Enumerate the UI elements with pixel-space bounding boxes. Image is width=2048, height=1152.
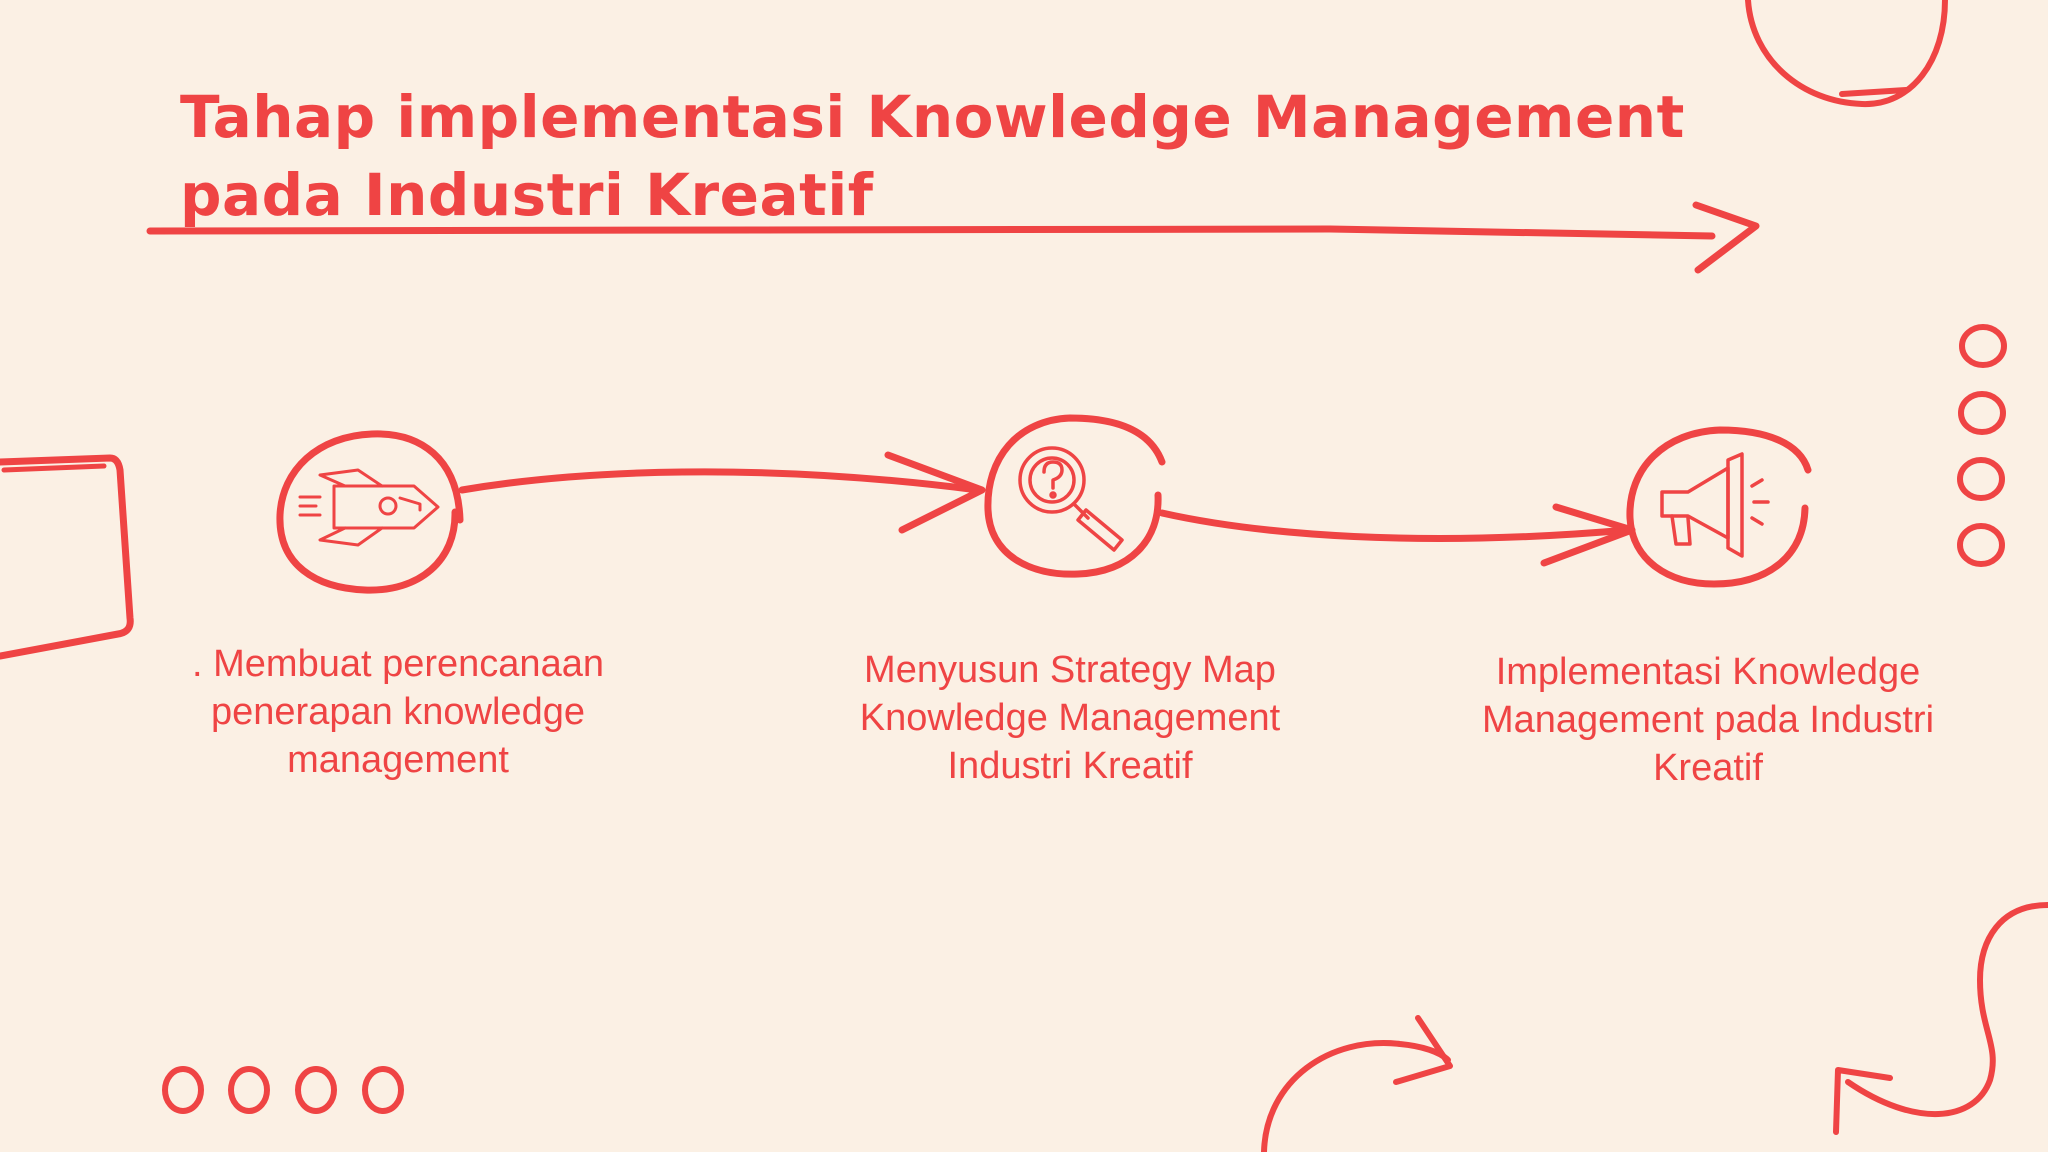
curl-arrow-bottom [1261, 1015, 1453, 1152]
step-1-icon-circle [276, 430, 464, 594]
step-1-text: . Membuat perencanaan penerapan knowledg… [192, 643, 604, 781]
magnifier-question-icon [1018, 446, 1124, 552]
swirl-top-right [1745, 0, 1948, 108]
slide-title: Tahap implementasi Knowledge Management … [180, 83, 1685, 229]
squiggle-bottom-right [1833, 902, 2048, 1135]
dots-vertical [1957, 324, 2007, 567]
bracket-left [0, 454, 134, 660]
dots-horizontal [162, 1066, 404, 1114]
title-underline-arrow [146, 201, 1760, 274]
step-2-text: Menyusun Strategy Map Knowledge Manageme… [859, 649, 1281, 787]
step-3-text: Implementasi Knowledge Management pada I… [1481, 651, 1935, 789]
connector-arrow-1 [458, 451, 986, 534]
bracket-left-stroke [1, 463, 107, 473]
rocket-icon [298, 468, 440, 547]
connector-arrow-2 [1158, 503, 1636, 567]
step-3-icon-circle [1626, 426, 1812, 588]
megaphone-icon [1660, 452, 1770, 558]
step-2-icon-circle [984, 414, 1166, 578]
